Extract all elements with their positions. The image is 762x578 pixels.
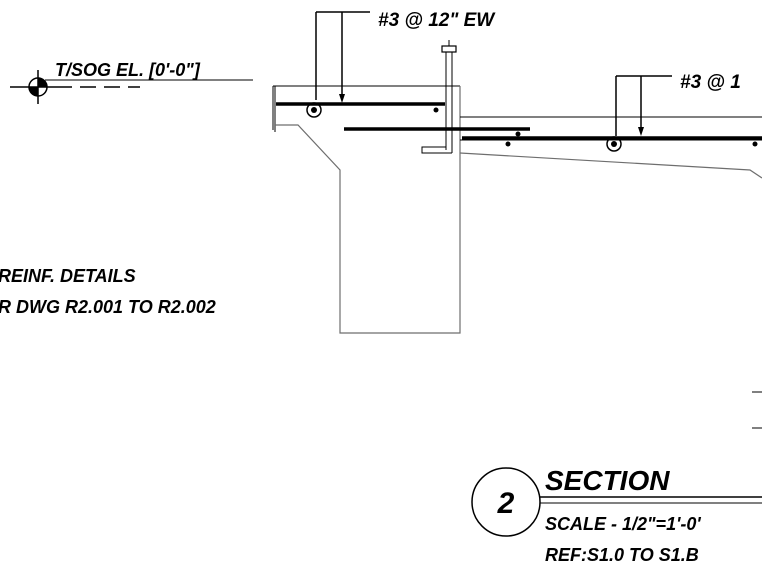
section-title: SECTION	[545, 465, 670, 496]
anchor-bolt	[421, 40, 457, 154]
section-ref: REF:S1.0 TO S1.B	[545, 545, 699, 565]
section-scale: SCALE - 1/2"=1'-0'	[545, 514, 701, 534]
section-number: 2	[497, 487, 515, 520]
rebar-callout-left: #3 @ 12" EW	[378, 10, 496, 31]
rebar-callout-leader-right	[615, 75, 672, 136]
elevation-marker	[10, 70, 253, 104]
concrete-outline	[272, 85, 762, 334]
note-line-1: REINF. DETAILS	[0, 266, 136, 286]
rebar-callout-right: #3 @ 1	[680, 72, 741, 93]
rebar-section-dots	[306, 102, 758, 152]
sog-elevation-label: T/SOG EL. [0'-0"]	[55, 60, 201, 80]
rebar-callout-leader-left	[315, 11, 370, 103]
section-title-block	[471, 467, 762, 537]
dimension-ticks	[752, 391, 762, 429]
note-line-2: R DWG R2.001 TO R2.002	[0, 297, 216, 317]
